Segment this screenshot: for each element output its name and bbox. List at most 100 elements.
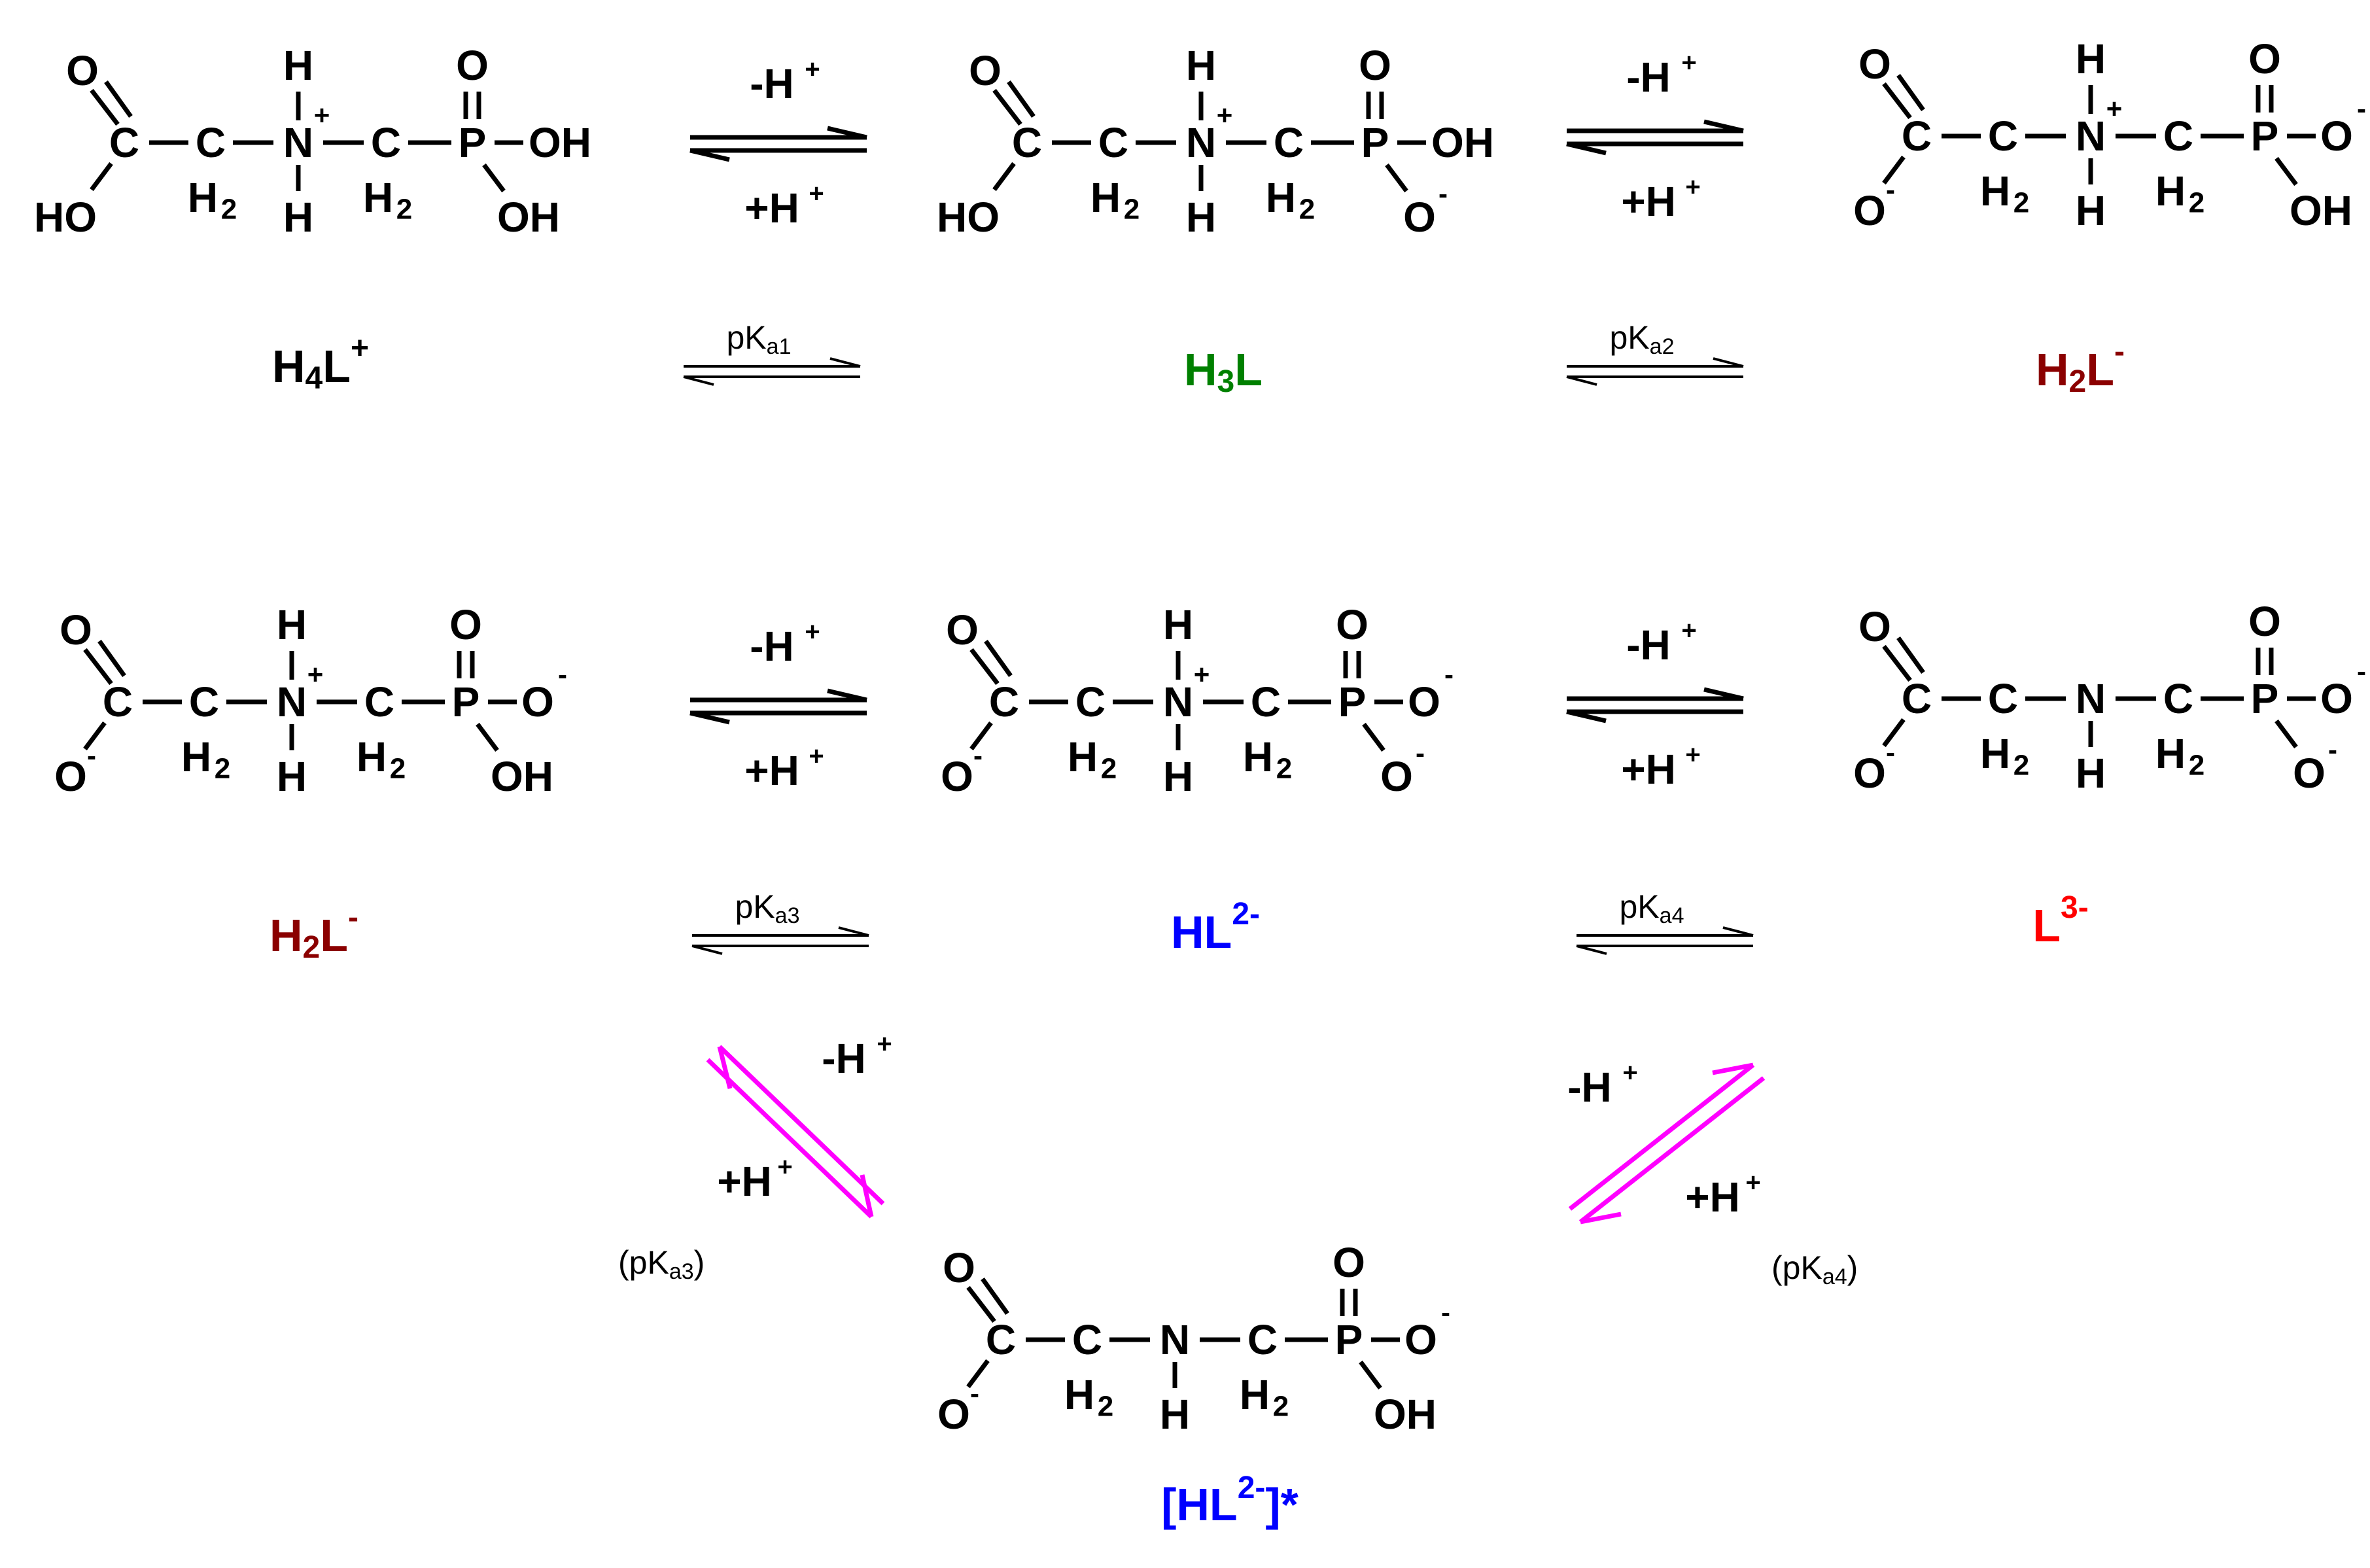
pka-label: pKa3	[735, 888, 800, 928]
atom-H: H	[1163, 601, 1193, 648]
atom-N: N	[283, 119, 313, 166]
atom-O: O	[2248, 598, 2281, 645]
label-h-charge: +	[809, 742, 824, 771]
charge-minus: -	[2328, 735, 2337, 765]
pka-arrow-2: pKa2	[1566, 319, 1744, 386]
subscript-2: 2	[1098, 1391, 1113, 1423]
atom-C: C	[989, 678, 1019, 725]
subscript-2: 2	[215, 753, 230, 785]
charge-minus: -	[970, 1378, 979, 1409]
species-part: H	[1184, 344, 1217, 395]
subscript-2: 2	[396, 194, 412, 226]
atom-C: C	[196, 119, 226, 166]
bond-single	[1359, 1360, 1382, 1390]
label-plus-h-right: +H+	[1685, 1168, 1760, 1221]
atom-H: H	[277, 601, 307, 648]
atom-C: C	[1988, 113, 2018, 160]
bond-single	[482, 163, 506, 193]
species-H2L-bottom: H2L-	[270, 900, 358, 965]
atom-H: H	[1064, 1371, 1094, 1418]
atom-OH: OH	[529, 119, 591, 166]
equilibrium-arrow-2: -H++H+	[1566, 48, 1744, 225]
atom-OH: OH	[1431, 119, 1494, 166]
label-plus-h: +H	[1621, 178, 1676, 225]
bond-double	[966, 1285, 996, 1323]
species-part: L	[322, 341, 351, 392]
atom-P: P	[1361, 119, 1389, 166]
species-part: H	[272, 341, 305, 392]
atom-P: P	[2251, 113, 2279, 160]
charge-minus: -	[1886, 737, 1895, 768]
equilibrium-arrow-1: -H++H+	[689, 55, 867, 232]
atom-O: O	[1333, 1239, 1365, 1286]
pka-arrow-4: pKa4	[1576, 888, 1754, 955]
label-minus-h: -H	[750, 60, 794, 107]
arrow-head	[1566, 709, 1607, 723]
species-subscript: 2	[303, 930, 321, 965]
species-part: L	[320, 910, 348, 961]
atom-O: O	[946, 606, 979, 653]
atom-N: N	[277, 678, 307, 725]
species-part: HL	[1171, 907, 1232, 958]
charge-plus: +	[1217, 100, 1233, 131]
alt-arrow-head	[860, 1174, 874, 1217]
atom-H: H	[2076, 187, 2106, 234]
bond-double	[1896, 636, 1925, 674]
atom-OH: OH	[2290, 187, 2352, 234]
pka-label: pKa1	[727, 319, 792, 359]
bond-double	[969, 648, 1000, 686]
label-minus-h: -H	[750, 623, 794, 670]
arrow-head	[691, 945, 723, 955]
species-subscript: 3	[1217, 364, 1235, 399]
equilibrium-arrow-4: -H++H+	[1566, 616, 1744, 793]
label-h-charge: +	[805, 55, 820, 84]
arrow-head	[829, 357, 861, 368]
atom-H: H	[357, 733, 387, 780]
alt-arrow-head	[1580, 1211, 1622, 1225]
arrow-head	[683, 375, 714, 386]
atom-OH: OH	[491, 753, 553, 800]
atom-C: C	[1251, 678, 1281, 725]
charge-plus: +	[2106, 94, 2123, 124]
atom-N: N	[1160, 1316, 1190, 1363]
arrow-head	[1566, 141, 1607, 156]
atom-H: H	[2155, 167, 2186, 215]
bond-double	[1882, 644, 1912, 682]
alt-arrow-line	[1578, 1076, 1766, 1224]
subscript-2: 2	[221, 194, 237, 226]
species-part: L	[2086, 344, 2114, 395]
pka-subscript: a4	[1822, 1264, 1847, 1289]
charge-minus: -	[973, 740, 983, 771]
arrow-head	[1713, 357, 1744, 368]
atom-C: C	[1902, 113, 1932, 160]
charge-minus: -	[1886, 175, 1895, 205]
subscript-2: 2	[2013, 187, 2029, 219]
atom-N: N	[1163, 678, 1193, 725]
species-part: L	[1234, 344, 1263, 395]
subscript-2: 2	[1273, 1391, 1289, 1423]
bond-single	[969, 721, 993, 751]
species-charge: 2-	[1238, 1471, 1266, 1505]
bond-double	[992, 88, 1022, 126]
species-charge: -	[348, 900, 358, 935]
atom-C: C	[986, 1316, 1016, 1363]
bond-single	[1385, 163, 1408, 193]
arrow-head	[1722, 926, 1754, 937]
atom-C: C	[109, 119, 139, 166]
bond-single	[2274, 156, 2298, 186]
atom-O: O	[2248, 35, 2281, 82]
atom-H: H	[277, 753, 307, 800]
charge-minus: -	[558, 659, 567, 690]
atom-P: P	[1338, 678, 1367, 725]
bond-single	[992, 162, 1016, 192]
atom-N: N	[2076, 113, 2106, 160]
atom-O: O	[1408, 678, 1440, 725]
subscript-2: 2	[2013, 750, 2029, 782]
pka-open: (pK	[618, 1244, 669, 1281]
bond-double	[104, 80, 133, 118]
pka-paren-4: (pKa4)	[1771, 1249, 1858, 1289]
bond-single	[1882, 155, 1906, 185]
label-minus-h-right: -H+	[1567, 1058, 1637, 1111]
label-text: +H	[1685, 1174, 1740, 1221]
